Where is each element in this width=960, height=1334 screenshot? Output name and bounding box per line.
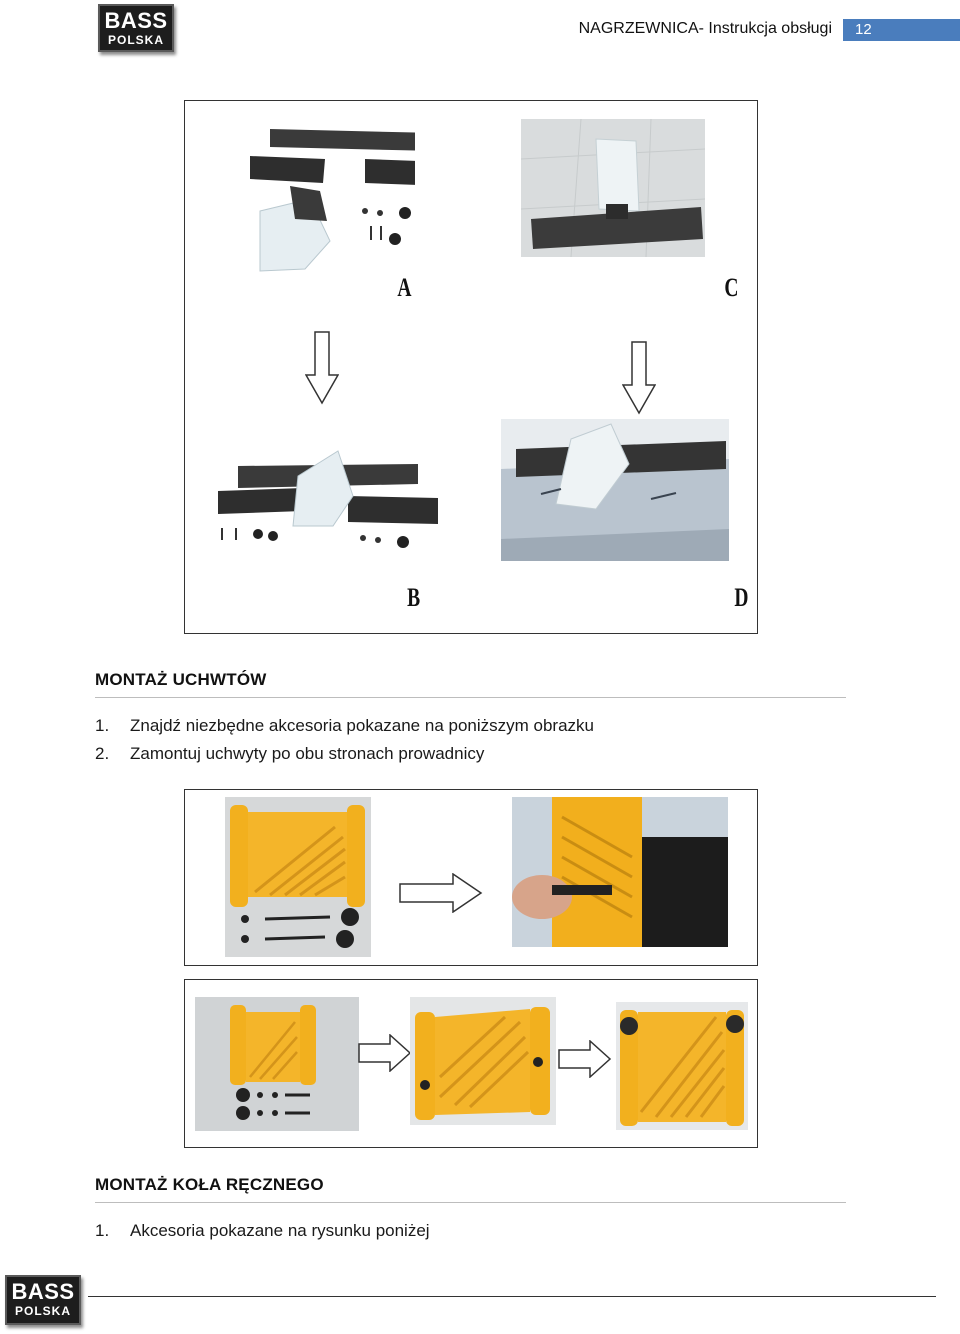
arrow-down-right-icon — [622, 341, 656, 415]
document-title: NAGRZEWNICA- Instrukcja obsługi — [578, 20, 832, 37]
step-item: 1. Akcesoria pokazane na rysunku poniżej — [95, 1221, 430, 1241]
label-c: C — [724, 273, 739, 302]
section-title-handles: MONTAŻ UCHWTÓW — [95, 670, 267, 689]
arrow-right-icon — [399, 873, 483, 913]
header-logo: BASS POLSKA — [98, 4, 174, 52]
arrow-down-left-icon — [305, 331, 339, 405]
photo-featherboard-mounted — [512, 797, 728, 947]
arrow-right-icon — [358, 1034, 412, 1072]
step-number: 2. — [95, 744, 110, 763]
step-text: Zamontuj uchwyty po obu stronach prowadn… — [130, 744, 485, 763]
logo-text-polska: POLSKA — [107, 33, 164, 47]
photo-mounted-c — [521, 119, 705, 257]
footer-rule — [88, 1296, 936, 1297]
label-a: A — [397, 273, 412, 302]
photo-featherboard-kit — [195, 997, 359, 1131]
logo-text-polska: POLSKA — [14, 1304, 71, 1318]
photo-installed-d — [501, 419, 729, 561]
step-item: 1. Znajdź niezbędne akcesoria pokazane na… — [95, 716, 594, 736]
photo-parts-a — [250, 129, 415, 272]
figure-guard-assembly: A C B D — [184, 100, 758, 634]
photo-featherboard-parts — [225, 797, 371, 957]
page-number: 12 — [843, 19, 960, 41]
figure-featherboard-mount — [184, 789, 758, 966]
figure-featherboard-assembly — [184, 979, 758, 1148]
photo-featherboard-complete — [616, 1002, 748, 1130]
step-number: 1. — [95, 1221, 110, 1240]
logo-text-bass: BASS — [11, 1279, 75, 1304]
section-title-handwheel: MONTAŻ KOŁA RĘCZNEGO — [95, 1175, 324, 1194]
step-number: 1. — [95, 716, 110, 735]
footer-logo: BASS POLSKA — [5, 1275, 81, 1325]
photo-assembled-b — [218, 450, 438, 548]
label-d: D — [734, 583, 749, 612]
section-divider — [95, 1202, 846, 1203]
arrow-right-icon — [558, 1040, 612, 1078]
step-text: Akcesoria pokazane na rysunku poniżej — [130, 1221, 430, 1240]
step-item: 2. Zamontuj uchwyty po obu stronach prowa… — [95, 744, 484, 764]
section-divider — [95, 697, 846, 698]
label-b: B — [407, 583, 421, 612]
step-text: Znajdź niezbędne akcesoria pokazane na p… — [130, 716, 594, 735]
photo-featherboard-partial — [410, 997, 556, 1125]
logo-text-bass: BASS — [104, 8, 168, 33]
